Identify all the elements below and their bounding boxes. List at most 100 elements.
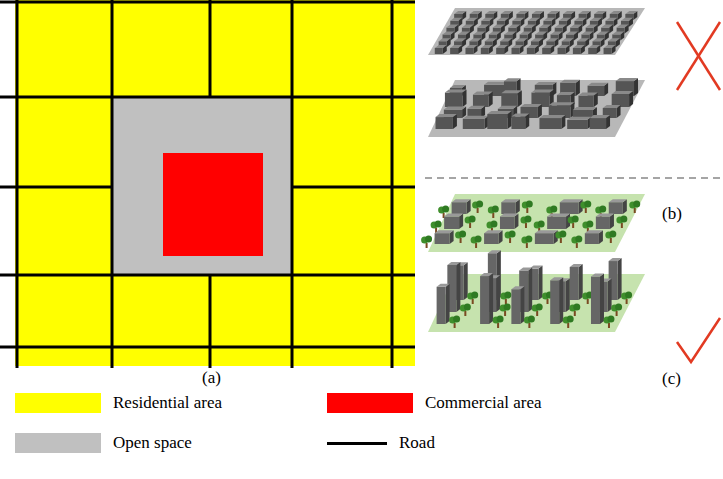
building — [473, 92, 493, 107]
tree — [520, 216, 531, 229]
tree — [605, 231, 616, 244]
building-illustrations — [428, 8, 645, 332]
green-plate — [428, 194, 645, 252]
building — [527, 45, 539, 54]
building — [539, 115, 565, 129]
building — [463, 116, 489, 129]
tree — [460, 304, 471, 317]
tree — [580, 201, 591, 214]
plate — [428, 80, 645, 137]
building — [436, 114, 457, 129]
tree — [455, 231, 466, 244]
tree — [629, 201, 640, 214]
building — [570, 264, 583, 300]
legend-text: Commercial area — [425, 393, 542, 413]
tree — [522, 201, 533, 214]
building — [542, 45, 554, 54]
building — [578, 93, 597, 107]
building — [612, 91, 633, 107]
building — [547, 213, 570, 229]
building — [590, 115, 610, 129]
legend-text: Residential area — [113, 393, 222, 413]
check-mark — [677, 318, 720, 362]
tree — [505, 231, 516, 244]
tree — [532, 304, 543, 317]
building — [484, 230, 502, 244]
legend-item: Open space — [15, 433, 192, 453]
legend-item: Commercial area — [327, 393, 542, 413]
building — [437, 284, 450, 324]
tree — [569, 304, 580, 317]
commercial-area — [163, 153, 263, 256]
legend-swatch — [327, 393, 413, 413]
tree — [621, 292, 632, 305]
divider — [425, 177, 720, 179]
legend-swatch — [15, 433, 101, 453]
building — [501, 199, 519, 214]
tree — [563, 316, 574, 329]
building — [487, 111, 511, 129]
legend-item: Residential area — [15, 393, 222, 413]
building — [511, 113, 529, 129]
cross-mark — [677, 22, 720, 90]
tree — [467, 292, 478, 305]
tree — [449, 316, 460, 329]
building — [591, 273, 604, 324]
legend-text: Road — [399, 433, 435, 453]
legend-item: Road — [327, 433, 435, 453]
building — [450, 45, 462, 54]
tree — [555, 231, 566, 244]
roads — [0, 0, 415, 368]
panel-label: (b) — [662, 205, 682, 224]
tree — [465, 216, 476, 229]
plate — [428, 8, 645, 55]
building — [496, 45, 508, 54]
residential-area — [15, 0, 415, 366]
building — [567, 117, 591, 129]
tree — [603, 316, 614, 329]
tree — [500, 304, 511, 317]
building — [573, 45, 585, 54]
building — [560, 199, 583, 214]
building — [444, 213, 463, 229]
building — [435, 45, 447, 54]
legend-text: Open space — [113, 433, 192, 453]
tree — [568, 216, 579, 229]
open-space — [112, 97, 292, 275]
buildings — [421, 11, 640, 328]
building — [550, 277, 563, 324]
panel-label: (a) — [202, 369, 221, 388]
building — [435, 230, 454, 244]
building — [511, 286, 524, 324]
building — [480, 273, 493, 324]
building — [501, 90, 522, 107]
road-sample — [327, 433, 387, 453]
tree — [521, 236, 532, 249]
tree — [500, 292, 511, 305]
building — [465, 45, 477, 54]
building — [596, 213, 614, 229]
building — [609, 199, 627, 214]
road-line — [327, 442, 387, 445]
tree — [616, 216, 627, 229]
land-use-map — [0, 0, 415, 368]
building — [511, 45, 523, 54]
tree — [471, 236, 482, 249]
legend-swatch — [15, 393, 101, 413]
tree — [421, 236, 432, 249]
tree — [524, 316, 535, 329]
tree — [472, 201, 483, 214]
building — [445, 90, 467, 107]
tree — [611, 304, 622, 317]
building — [604, 45, 616, 54]
building — [481, 45, 493, 54]
building — [535, 230, 558, 244]
panel-label: (c) — [662, 370, 681, 389]
building — [585, 230, 603, 244]
building — [588, 45, 600, 54]
building — [500, 213, 518, 229]
tree — [488, 206, 499, 219]
building — [558, 45, 570, 54]
tree — [493, 316, 504, 329]
